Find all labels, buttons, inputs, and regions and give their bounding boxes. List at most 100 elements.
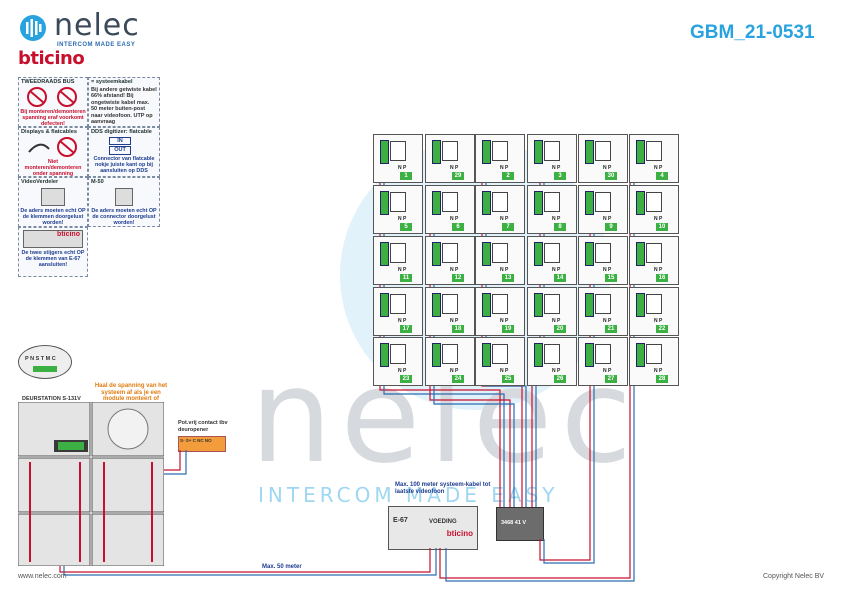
note-m50-title: M-50 xyxy=(91,179,104,185)
np-label: N P xyxy=(552,216,561,222)
monitor-icon xyxy=(390,192,406,212)
monitor-icon xyxy=(492,294,508,314)
unit-number: 15 xyxy=(605,274,617,282)
note-vv: VideoVerdeler De aders moeten echt OP de… xyxy=(18,177,88,227)
unit-number: 28 xyxy=(656,375,668,383)
dds-in-label: IN xyxy=(109,136,131,145)
np-label: N P xyxy=(603,267,612,273)
door-station-label: DEURSTATION S-131V xyxy=(22,396,81,402)
monitor-icon xyxy=(492,192,508,212)
np-label: N P xyxy=(654,267,663,273)
power-label: VOEDING xyxy=(429,519,457,525)
prohibited-icon xyxy=(27,86,77,107)
dds-out-label: OUT xyxy=(109,146,131,155)
power-model: E-67 xyxy=(393,517,408,524)
unit-number: 14 xyxy=(554,274,566,282)
unit-number: 23 xyxy=(400,375,412,383)
contact-label: Pot.vrij contact tbv deuropener xyxy=(178,420,228,433)
unit-number: 18 xyxy=(452,325,464,333)
connector-icon xyxy=(636,242,645,266)
np-label: N P xyxy=(500,368,509,374)
unit-number: 2 xyxy=(502,172,514,180)
monitor-icon xyxy=(390,141,406,161)
unit-number: 6 xyxy=(452,223,464,231)
unit-number: 26 xyxy=(554,375,566,383)
footer-website: www.nelec.com xyxy=(18,573,67,580)
vv-device-icon xyxy=(41,187,65,206)
connector-icon xyxy=(534,191,543,215)
monitor-icon xyxy=(442,141,458,161)
note-dds-title: DDS digitizer: flatcable xyxy=(91,129,152,135)
connector-icon xyxy=(636,191,645,215)
np-label: N P xyxy=(450,267,459,273)
connector-icon xyxy=(534,293,543,317)
unit-number: 24 xyxy=(452,375,464,383)
unit-number: 1 xyxy=(400,172,412,180)
monitor-icon xyxy=(544,344,560,364)
terminal-badge xyxy=(33,366,57,372)
np-label: N P xyxy=(603,368,612,374)
monitor-icon xyxy=(390,294,406,314)
terminal-block: P N S T M C xyxy=(18,345,72,379)
monitor-icon xyxy=(595,192,611,212)
unit-number: 20 xyxy=(554,325,566,333)
np-label: N P xyxy=(398,318,407,324)
monitor-icon xyxy=(492,344,508,364)
power-note: Max. 100 meter systeem-kabel tot laatste… xyxy=(395,482,491,495)
note-m50: M-50 De aders moeten echt OP de connecto… xyxy=(88,177,160,227)
monitor-icon xyxy=(544,192,560,212)
np-label: N P xyxy=(450,165,459,171)
connector-icon xyxy=(482,343,491,367)
connector-icon xyxy=(585,343,594,367)
note-bus: TWEEDRAADS BUS Bij monteren/demonteren s… xyxy=(18,77,88,127)
monitor-icon xyxy=(646,192,662,212)
monitor-icon xyxy=(544,141,560,161)
nelec-logo-icon xyxy=(20,15,46,41)
monitor-icon xyxy=(646,344,662,364)
monitor-icon xyxy=(646,141,662,161)
np-label: N P xyxy=(398,267,407,273)
note-dds-text: Connector van flatcable nokje juiste kan… xyxy=(93,155,155,174)
document-code: GBM_21-0531 xyxy=(690,22,815,43)
unit-number: 5 xyxy=(400,223,412,231)
strip-device-icon: bticino xyxy=(23,230,83,248)
np-label: N P xyxy=(603,165,612,171)
note-strip-text: De twee stijgers echt OP de klemmen van … xyxy=(21,250,85,269)
unit-number: 4 xyxy=(656,172,668,180)
monitor-icon xyxy=(442,192,458,212)
monitor-icon xyxy=(442,344,458,364)
connector-icon xyxy=(534,242,543,266)
note-dds: DDS digitizer: flatcable IN OUT Connecto… xyxy=(88,127,160,177)
connector-icon xyxy=(585,191,594,215)
connector-icon xyxy=(585,293,594,317)
monitor-icon xyxy=(544,243,560,263)
monitor-icon xyxy=(492,243,508,263)
note-strip: bticino De twee stijgers echt OP de klem… xyxy=(18,227,88,277)
connector-icon xyxy=(534,343,543,367)
np-label: N P xyxy=(552,318,561,324)
unit-number: 16 xyxy=(656,274,668,282)
np-label: N P xyxy=(398,216,407,222)
connector-icon xyxy=(482,293,491,317)
np-label: N P xyxy=(654,368,663,374)
monitor-icon xyxy=(595,243,611,263)
cable-note: Max. 50 meter xyxy=(262,564,302,570)
connector-icon xyxy=(432,293,441,317)
connector-icon xyxy=(482,140,491,164)
np-label: N P xyxy=(552,267,561,273)
unit-number: 7 xyxy=(502,223,514,231)
